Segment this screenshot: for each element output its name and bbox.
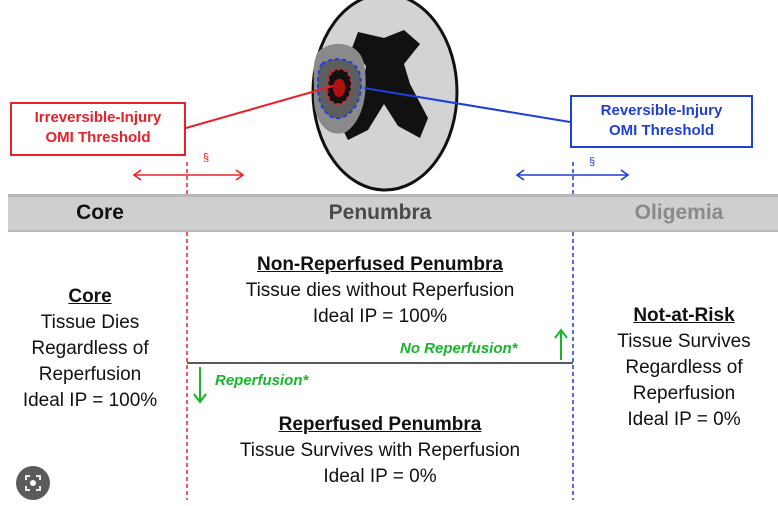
not-at-risk-description: Not-at-Risk Tissue Survives Regardless o… xyxy=(590,303,778,433)
core-inner xyxy=(332,78,346,98)
irreversible-label-line2: OMI Threshold xyxy=(45,129,151,146)
non-reperfused-line1: Tissue dies without Reperfusion xyxy=(245,280,515,301)
core-line1: Tissue Dies xyxy=(40,312,140,333)
core-title: Core xyxy=(68,286,112,307)
reversible-label-line1: Reversible-Injury xyxy=(600,102,723,119)
core-description: Core Tissue Dies Regardless of Reperfusi… xyxy=(0,284,180,414)
core-line2: Regardless of xyxy=(31,338,149,359)
irreversible-section-symbol: § xyxy=(203,152,210,164)
irreversible-label-line1: Irreversible-Injury xyxy=(34,109,162,126)
not-at-risk-line1: Tissue Survives xyxy=(617,331,751,352)
reperfused-title: Reperfused Penumbra xyxy=(278,414,482,435)
reversible-label-line2: OMI Threshold xyxy=(609,122,714,139)
ventricles xyxy=(340,30,428,140)
irreversible-threshold-label: Irreversible-Injury OMI Threshold xyxy=(10,102,186,156)
reperfused-line1: Tissue Survives with Reperfusion xyxy=(239,440,521,461)
not-at-risk-line4: Ideal IP = 0% xyxy=(627,409,741,430)
non-reperfused-description: Non-Reperfused Penumbra Tissue dies with… xyxy=(190,252,570,330)
core-line3: Reperfusion xyxy=(38,364,142,385)
reversible-section-symbol: § xyxy=(589,156,596,168)
reperfusion-arrow xyxy=(193,367,207,404)
non-reperfused-title: Non-Reperfused Penumbra xyxy=(257,254,503,275)
reversible-leader xyxy=(363,87,571,123)
header-oligemia: Oligemia xyxy=(634,201,724,224)
irreversible-range-arrow xyxy=(132,169,245,181)
zone-header-band xyxy=(8,194,778,232)
lens-search-icon xyxy=(25,475,41,491)
header-penumbra: Penumbra xyxy=(328,201,432,224)
no-reperfusion-label: No Reperfusion* xyxy=(400,340,518,357)
lens-search-button[interactable] xyxy=(16,466,50,500)
core-line4: Ideal IP = 100% xyxy=(22,390,158,411)
reversible-range-arrow xyxy=(515,169,630,181)
non-reperfused-line2: Ideal IP = 100% xyxy=(312,306,448,327)
header-core: Core xyxy=(76,201,124,224)
not-at-risk-title: Not-at-Risk xyxy=(633,305,735,326)
not-at-risk-line3: Reperfusion xyxy=(632,383,736,404)
reversible-threshold-label: Reversible-Injury OMI Threshold xyxy=(570,95,753,148)
no-reperfusion-arrow xyxy=(554,328,568,360)
reperfused-line2: Ideal IP = 0% xyxy=(323,466,437,487)
reperfusion-label: Reperfusion* xyxy=(215,372,309,389)
not-at-risk-line2: Regardless of xyxy=(625,357,743,378)
reperfused-description: Reperfused Penumbra Tissue Survives with… xyxy=(190,412,570,490)
irreversible-leader xyxy=(185,85,334,129)
